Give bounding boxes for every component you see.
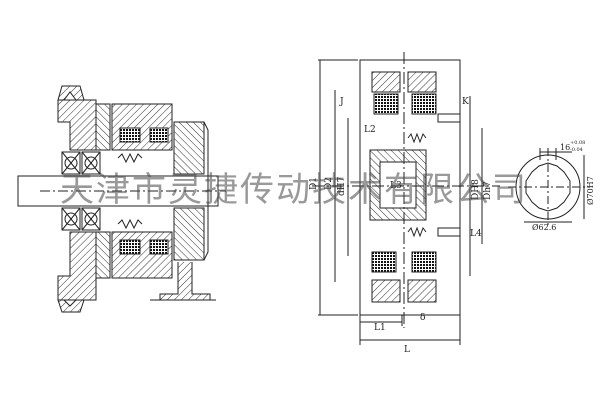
center-dimensioned-view (312, 52, 500, 345)
section-labels: 16 +0.08 -0.04 Ø70H7 Ø62.6 (532, 140, 595, 232)
key-width-value: 16 (560, 143, 570, 152)
label-dH7: dH7 (337, 176, 347, 196)
pulley-top (57, 85, 85, 101)
label-L: L (404, 345, 410, 355)
center-dim-labels: J K L2 L3 L4 L1 δ L D1 D2 dH7 DH8 Dh7 (309, 97, 493, 355)
coil-bottom-right (411, 251, 437, 273)
coil-top-left (373, 93, 399, 115)
outer-dim-label: Ø62.6 (532, 223, 556, 232)
bearing-lower (61, 207, 101, 231)
label-delta: δ (420, 313, 425, 323)
label-J: J (339, 97, 344, 107)
coil-top-right (411, 93, 437, 115)
label-L3: L3 (390, 181, 402, 191)
label-Dh7: Dh7 (483, 181, 493, 200)
label-DH8: DH8 (471, 179, 481, 200)
label-D2: D2 (324, 177, 334, 190)
bore-dim-label: Ø70H7 (586, 176, 595, 205)
spline-section-view (508, 148, 590, 226)
label-K: K (462, 97, 469, 107)
pulley-upper-web (57, 99, 97, 151)
bearing-upper (61, 151, 101, 175)
key-tol-lower: -0.04 (570, 147, 583, 153)
pulley-lower-web (57, 231, 97, 301)
spline-profile (525, 162, 571, 212)
label-L2: L2 (364, 125, 376, 135)
label-L4: L4 (470, 229, 482, 239)
label-L1: L1 (374, 323, 386, 333)
left-assembly-view (17, 85, 226, 313)
label-D1: D1 (309, 177, 319, 190)
pulley-bottom (57, 299, 85, 313)
key-tol-upper: +0.08 (570, 140, 585, 146)
coil-bottom-left (371, 251, 397, 273)
